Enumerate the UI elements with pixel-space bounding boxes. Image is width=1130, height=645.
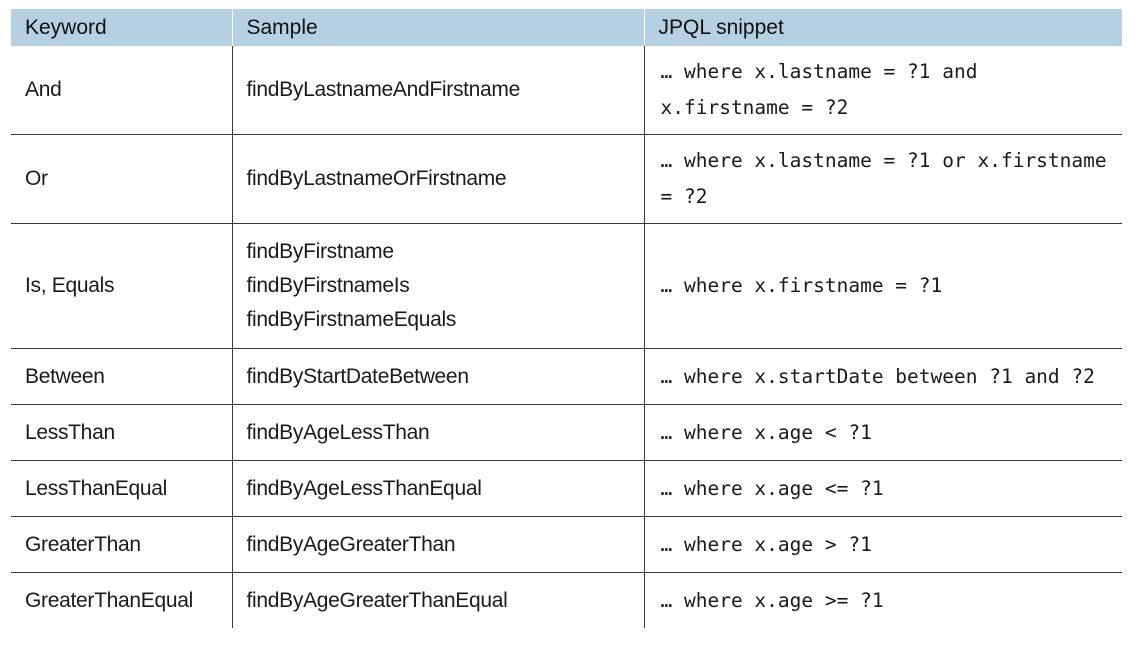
jpql-cell: … where x.age > ?1 bbox=[643, 516, 1122, 573]
sample-method: findByAgeLessThanEqual bbox=[246, 476, 482, 500]
table-row: Between findByStartDateBetween … where x… bbox=[11, 348, 1122, 405]
header-keyword: Keyword bbox=[11, 9, 232, 46]
sample-method: findByAgeGreaterThanEqual bbox=[246, 588, 508, 612]
sample-method: findByFirstnameIs bbox=[246, 274, 410, 297]
sample-method: findByLastnameAndFirstname bbox=[246, 78, 521, 101]
keyword-table-container: Keyword Sample JPQL snippet And findByLa… bbox=[11, 9, 1122, 628]
keyword-cell: And bbox=[25, 78, 62, 101]
table-body: And findByLastnameAndFirstname … where x… bbox=[11, 46, 1122, 628]
keyword-cell: LessThanEqual bbox=[11, 460, 232, 517]
jpql-cell: … where x.startDate between ?1 and ?2 bbox=[643, 348, 1122, 405]
keyword-cell: Between bbox=[11, 348, 232, 405]
jpql-cell: … where x.lastname = ?1 and x.firstname … bbox=[643, 46, 1122, 135]
keyword-cell: Is, Equals bbox=[11, 223, 232, 349]
sample-cell: findByLastnameOrFirstname bbox=[231, 134, 644, 224]
jpql-cell: … where x.lastname = ?1 or x.firstname =… bbox=[643, 134, 1122, 224]
table-row: Or findByLastnameOrFirstname … where x.l… bbox=[11, 134, 1122, 224]
table-header: Keyword Sample JPQL snippet bbox=[11, 9, 1122, 46]
sample-cell: findByAgeLessThanEqual bbox=[231, 460, 644, 517]
jpql-cell: … where x.firstname = ?1 bbox=[643, 223, 1122, 349]
sample-method: findByStartDateBetween bbox=[246, 364, 470, 388]
table-row: GreaterThanEqual findByAgeGreaterThanEqu… bbox=[11, 572, 1122, 628]
jpql-cell: … where x.age >= ?1 bbox=[643, 572, 1122, 628]
sample-method: findByLastnameOrFirstname bbox=[246, 167, 507, 190]
sample-cell: findByFirstname findByFirstnameIs findBy… bbox=[231, 223, 644, 349]
header-jpql-snippet: JPQL snippet bbox=[643, 9, 1122, 46]
table-row: LessThanEqual findByAgeLessThanEqual … w… bbox=[11, 460, 1122, 517]
table-row: LessThan findByAgeLessThan … where x.age… bbox=[11, 404, 1122, 461]
keyword-cell: LessThan bbox=[11, 404, 232, 461]
sample-cell: findByLastnameAndFirstname bbox=[231, 46, 644, 135]
sample-cell: findByAgeGreaterThan bbox=[231, 516, 644, 573]
sample-method: findByFirstname bbox=[246, 240, 395, 263]
table-row: Is, Equals findByFirstname findByFirstna… bbox=[11, 223, 1122, 349]
header-row: Keyword Sample JPQL snippet bbox=[11, 9, 1122, 46]
keyword-table: Keyword Sample JPQL snippet And findByLa… bbox=[11, 9, 1122, 628]
sample-method: findByAgeLessThan bbox=[246, 420, 430, 444]
jpql-cell: … where x.age < ?1 bbox=[643, 404, 1122, 461]
sample-cell: findByAgeGreaterThanEqual bbox=[231, 572, 644, 628]
keyword-cell: GreaterThanEqual bbox=[11, 572, 232, 628]
sample-method: findByAgeGreaterThan bbox=[246, 532, 456, 556]
table-row: And findByLastnameAndFirstname … where x… bbox=[11, 46, 1122, 135]
keyword-cell: Or bbox=[11, 134, 232, 224]
table-row: GreaterThan findByAgeGreaterThan … where… bbox=[11, 516, 1122, 573]
sample-cell: findByAgeLessThan bbox=[231, 404, 644, 461]
jpql-cell: … where x.age <= ?1 bbox=[643, 460, 1122, 517]
header-sample: Sample bbox=[231, 9, 644, 46]
keyword-cell: GreaterThan bbox=[11, 516, 232, 573]
sample-method: findByFirstnameEquals bbox=[246, 308, 457, 331]
sample-cell: findByStartDateBetween bbox=[231, 348, 644, 405]
